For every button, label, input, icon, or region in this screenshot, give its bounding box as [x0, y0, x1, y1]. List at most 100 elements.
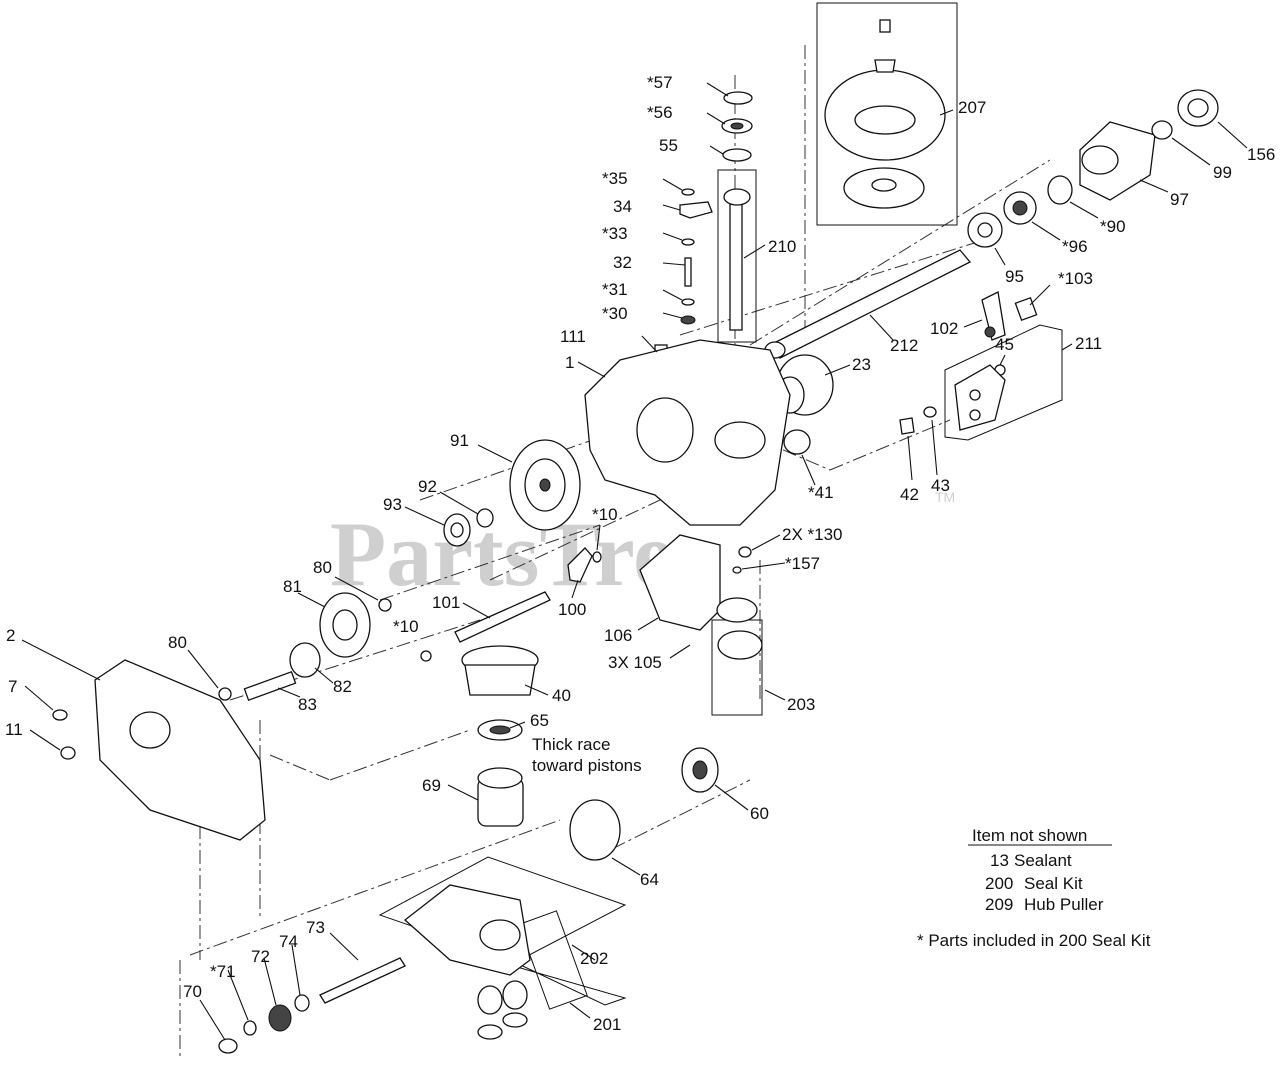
- callout-10-top: *10: [592, 505, 618, 524]
- callout-93: 93: [383, 495, 402, 514]
- callout-95: 95: [1005, 267, 1024, 286]
- part-212-axle: [769, 249, 972, 359]
- thick-race-note-line1: Thick race: [532, 735, 610, 754]
- part-31: [681, 298, 695, 306]
- callout-212: 212: [890, 336, 918, 355]
- part-100-arm: [567, 547, 593, 583]
- callout-69: 69: [422, 776, 441, 795]
- part-130: [738, 546, 752, 558]
- part-43-washer: [923, 406, 937, 418]
- part-80-lower: [218, 687, 232, 701]
- callout-71: *71: [210, 962, 236, 981]
- part-73-pump-shaft: [319, 957, 406, 1004]
- part-10-lower: [420, 650, 432, 662]
- callout-64: 64: [640, 870, 659, 889]
- callout-10-lower: *10: [393, 617, 419, 636]
- callout-99: 99: [1213, 163, 1232, 182]
- parts: [52, 19, 1219, 1054]
- callout-203: 203: [787, 695, 815, 714]
- callout-57: *57: [647, 73, 673, 92]
- callout-106: 106: [604, 626, 632, 645]
- callout-103: *103: [1058, 269, 1093, 288]
- callout-91: 91: [450, 431, 469, 450]
- part-80-upper: [378, 598, 392, 612]
- callout-83: 83: [298, 695, 317, 714]
- callout-102: 102: [930, 319, 958, 338]
- callout-65: 65: [530, 711, 549, 730]
- callout-72: 72: [251, 947, 270, 966]
- callout-34: 34: [613, 197, 632, 216]
- callout-60: 60: [750, 804, 769, 823]
- part-32-pin: [684, 257, 692, 287]
- part-74-washer: [294, 994, 310, 1012]
- part-30: [680, 315, 696, 325]
- part-41-seal: [783, 429, 811, 455]
- box-201: [378, 856, 627, 1006]
- callout-207: 207: [958, 98, 986, 117]
- callout-97: 97: [1170, 190, 1189, 209]
- callout-211: 211: [1075, 334, 1102, 353]
- box-211: [944, 324, 1063, 441]
- part-90-snap-ring: [1047, 175, 1073, 205]
- callout-111: 111: [560, 327, 586, 346]
- not-shown-num-209: 209: [985, 895, 1013, 914]
- callout-101: 101: [432, 593, 460, 612]
- callout-80-lower: 80: [168, 633, 187, 652]
- callout-210: 210: [768, 237, 796, 256]
- callout-43: 43: [931, 476, 950, 495]
- not-shown-label-200: Seal Kit: [1024, 874, 1083, 893]
- part-34-arm: [679, 201, 713, 219]
- thick-race-note-line2: toward pistons: [532, 756, 642, 775]
- callout-40: 40: [552, 686, 571, 705]
- not-shown-label-209: Hub Puller: [1024, 895, 1104, 914]
- callout-23: 23: [852, 355, 871, 374]
- callout-30: *30: [602, 304, 628, 323]
- callout-202: 202: [580, 949, 608, 968]
- part-82-gear: [289, 642, 321, 678]
- part-35: [681, 188, 695, 196]
- part-201-center-section: [403, 884, 531, 976]
- part-203-oring: [716, 597, 758, 623]
- part-33: [681, 238, 695, 246]
- callout-labels: *57 *56 55 *35 34 *33 32 *31 *30 210 207…: [5, 73, 1275, 1034]
- callout-157: *157: [785, 554, 820, 573]
- part-10-top: [592, 551, 602, 563]
- callout-96: *96: [1062, 237, 1088, 256]
- part-57-ring: [723, 91, 753, 105]
- callout-105: 3X 105: [608, 653, 662, 672]
- box-202: [518, 910, 588, 1010]
- seal-kit-note: * Parts included in 200 Seal Kit: [917, 931, 1151, 950]
- part-7-bolt: [52, 709, 68, 721]
- part-72-gear: [268, 1004, 292, 1032]
- callout-31: *31: [602, 280, 628, 299]
- box-207: [816, 2, 958, 226]
- callout-11: 11: [5, 720, 23, 739]
- callout-90: *90: [1100, 217, 1126, 236]
- callout-41: *41: [808, 483, 834, 502]
- part-157: [732, 566, 742, 574]
- callout-2: 2: [6, 626, 15, 645]
- items-not-shown-title: Item not shown: [972, 826, 1087, 845]
- callout-70: 70: [183, 982, 202, 1001]
- callout-35: *35: [602, 169, 628, 188]
- not-shown-num-13: 13: [990, 851, 1009, 870]
- part-99-nut: [1151, 120, 1173, 140]
- part-42-bolt: [899, 417, 915, 435]
- part-83-pin: [243, 670, 297, 702]
- callout-82: 82: [333, 677, 352, 696]
- not-shown-num-200: 200: [985, 874, 1013, 893]
- callout-73: 73: [306, 918, 325, 937]
- callout-7: 7: [8, 677, 17, 696]
- callout-32: 32: [613, 253, 632, 272]
- part-2-end-cover: [94, 659, 266, 841]
- callout-56: *56: [647, 103, 673, 122]
- part-92-washer: [476, 508, 494, 528]
- notes: Thick race toward pistons Item not shown…: [532, 735, 1151, 950]
- callout-74: 74: [279, 932, 298, 951]
- part-70-washer: [218, 1038, 238, 1054]
- watermark-tm: TM: [935, 489, 955, 505]
- part-71-ring: [243, 1020, 257, 1036]
- box-210: [717, 169, 757, 343]
- part-55-washer: [722, 148, 752, 162]
